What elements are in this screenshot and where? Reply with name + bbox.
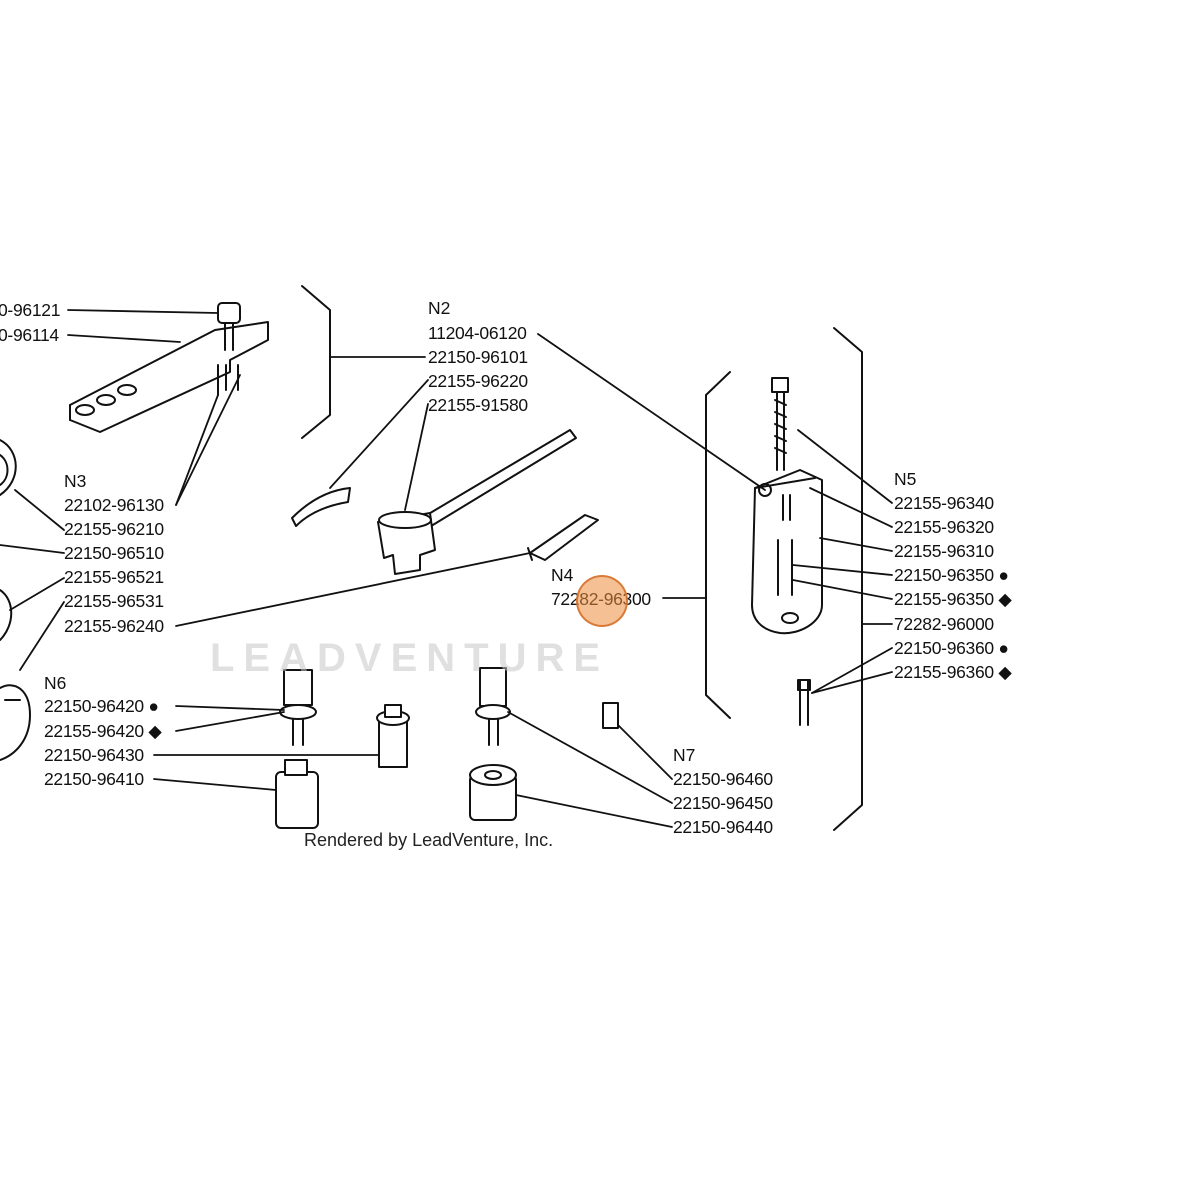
housing-illustration [0,439,31,761]
part-label[interactable]: 22155-96420 ◆ [44,721,162,741]
part-label[interactable]: 22155-96210 [64,519,164,539]
part-label[interactable]: 0-96121 [0,300,61,320]
n7-adapters-illustration [469,667,619,821]
part-label[interactable]: 22155-96320 [894,517,994,537]
part-label[interactable]: 22155-96240 [64,616,164,636]
part-label[interactable]: 22150-96440 [673,817,773,837]
group-label-n2: N2 [428,298,451,318]
group-label-n3: N3 [64,471,87,491]
part-label[interactable]: 22155-96531 [64,591,164,611]
part-label[interactable]: 11204-06120 [428,323,527,343]
part-label[interactable]: 0-96114 [0,325,59,345]
group-label-n6: N6 [44,673,67,693]
part-label[interactable]: 22150-96460 [673,769,773,789]
part-label[interactable]: 22155-91580 [428,395,528,415]
part-label[interactable]: 22155-96350 ◆ [894,589,1012,609]
highlight-marker[interactable] [576,575,628,627]
part-label[interactable]: 22155-96521 [64,567,164,587]
group-label-n7: N7 [673,745,696,765]
fixture-illustration [751,377,823,726]
part-label[interactable]: 22102-96130 [64,495,164,515]
part-label[interactable]: 22155-96360 ◆ [894,662,1012,682]
leader-lines [0,309,893,828]
part-label[interactable]: 22150-96101 [428,347,528,367]
part-label[interactable]: 22155-96310 [894,541,994,561]
part-label[interactable]: 22150-96350 ● [894,565,1009,585]
part-label[interactable]: 22150-96420 ● [44,696,159,716]
render-credit: Rendered by LeadVenture, Inc. [304,830,554,850]
part-label[interactable]: 22150-96510 [64,543,164,563]
part-label[interactable]: 22155-96340 [894,493,994,513]
socket-wrench-illustration [377,429,599,575]
part-label[interactable]: 72282-96000 [894,614,994,634]
group-label-n5: N5 [894,469,917,489]
part-label[interactable]: 22155-96220 [428,371,528,391]
group-label-n4: N4 [551,565,574,585]
part-label[interactable]: 22150-96430 [44,745,144,765]
watermark: LEADVENTURE [210,636,610,680]
n6-adapters-illustration [275,669,410,829]
bar-tool-illustration [69,302,269,433]
part-label[interactable]: 22150-96450 [673,793,773,813]
part-label[interactable]: 22150-96410 [44,769,144,789]
part-label[interactable]: 22150-96360 ● [894,638,1009,658]
